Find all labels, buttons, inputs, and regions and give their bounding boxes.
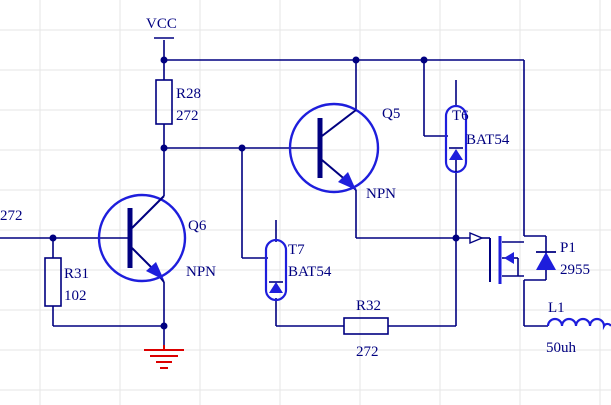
t6-diode-icon (444, 80, 468, 174)
q5-ref: Q5 (382, 106, 400, 122)
r31-ref: R31 (64, 266, 89, 282)
r28-ref: R28 (176, 86, 201, 102)
p1-mosfet-icon (469, 231, 556, 284)
q6-ref: Q6 (188, 218, 207, 234)
vcc-label: VCC (146, 16, 177, 32)
r28-value: 272 (176, 108, 199, 124)
q6-type: NPN (186, 264, 216, 280)
t6-ref: T6 (452, 108, 469, 124)
t7-diode-icon (264, 220, 288, 302)
l1-inductor-icon (546, 317, 611, 331)
r31-resistor-icon (44, 257, 62, 307)
l1-value: 50uh (546, 340, 577, 356)
r31-value: 102 (64, 288, 87, 304)
r32-resistor-icon (343, 317, 389, 335)
input-net-label: 272 (0, 208, 23, 224)
p1-ref: P1 (560, 240, 576, 256)
p1-part: 2955 (560, 262, 590, 278)
q6-npn-transistor-icon (97, 193, 187, 283)
q5-npn-transistor-icon (288, 102, 380, 194)
q5-type: NPN (366, 186, 396, 202)
ground-icon (144, 345, 184, 369)
t7-part: BAT54 (288, 264, 332, 280)
l1-ref: L1 (548, 300, 565, 316)
r32-ref: R32 (356, 298, 381, 314)
r32-value: 272 (356, 344, 379, 360)
t6-part: BAT54 (466, 132, 510, 148)
junctions (49, 56, 460, 330)
r28-resistor-icon (155, 79, 173, 125)
t7-ref: T7 (288, 242, 305, 258)
